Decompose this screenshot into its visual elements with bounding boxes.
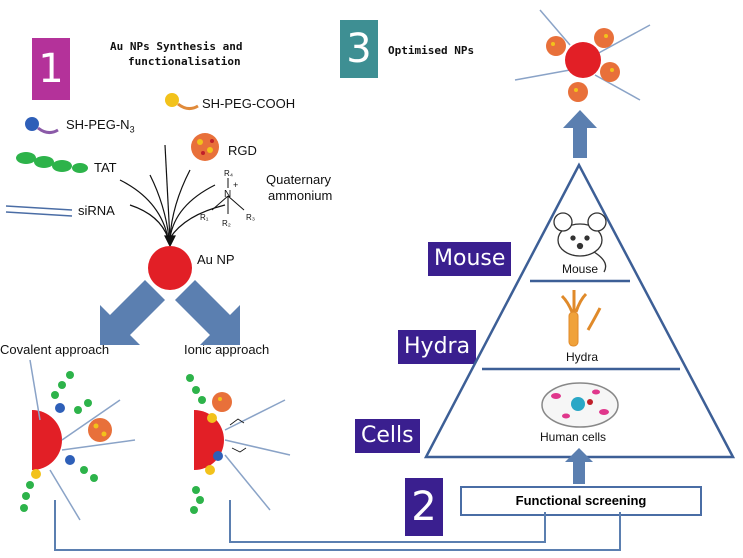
- arrow-to-covalent: [100, 280, 165, 345]
- up-arrow-top: [563, 110, 597, 158]
- optimised-np: [514, 9, 651, 102]
- quat-label-line1: Quaternary: [266, 172, 332, 187]
- au-np-sphere: [148, 246, 192, 290]
- mouse-illustration: [553, 212, 607, 273]
- svg-text:N: N: [224, 189, 231, 200]
- svg-text:R₁: R₁: [200, 213, 209, 222]
- rgd-icon: [191, 133, 219, 161]
- svg-text:R₃: R₃: [246, 213, 255, 222]
- arrow-to-ionic: [175, 280, 240, 345]
- cells-caption: Human cells: [540, 430, 607, 444]
- step1-number: 1: [38, 46, 64, 92]
- peg-n3-label: SH-PEG-N3: [66, 117, 135, 135]
- human-cell-illustration: [541, 382, 619, 428]
- step1-badge: 1: [32, 38, 70, 100]
- hydra-level-label: Hydra: [398, 330, 477, 364]
- tat-label: TAT: [94, 160, 117, 175]
- svg-text:R₄: R₄: [224, 169, 233, 178]
- au-np-label: Au NP: [197, 252, 235, 267]
- functional-screening-box: Functional screening: [460, 486, 702, 516]
- sirna-label: siRNA: [78, 203, 115, 218]
- peg-cooh-label: SH-PEG-COOH: [202, 96, 296, 111]
- synthesis-lines: [119, 144, 226, 248]
- peg-cooh-icon: [165, 93, 199, 111]
- covalent-approach-label: Covalent approach: [0, 342, 110, 357]
- covalent-np: [20, 359, 136, 521]
- hydra-caption: Hydra: [566, 350, 599, 364]
- step3-number: 3: [346, 26, 372, 72]
- mouse-level-label: Mouse: [428, 242, 512, 276]
- step2-number: 2: [411, 484, 437, 530]
- peg-n3-subscript: 3: [129, 124, 135, 135]
- hydra-illustration: [560, 290, 602, 347]
- svg-text:R₂: R₂: [222, 219, 231, 228]
- rgd-label: RGD: [228, 143, 257, 158]
- mouse-caption: Mouse: [562, 262, 599, 276]
- tat-icon: [16, 152, 88, 173]
- svg-text:+: +: [233, 180, 238, 190]
- quaternary-ammonium-icon: N + R₄ R₁ R₂ R₃: [200, 169, 255, 228]
- step1-title-line2: functionalisation: [128, 55, 241, 68]
- peg-n3-text: SH-PEG-N: [66, 117, 130, 132]
- cells-level-label: Cells: [355, 419, 420, 453]
- up-arrow-bottom: [565, 448, 593, 484]
- quat-label-line2: ammonium: [268, 188, 333, 203]
- ionic-np: [186, 374, 291, 514]
- step1-title-line1: Au NPs Synthesis and: [110, 40, 243, 53]
- step3-badge: 3: [340, 20, 378, 78]
- ionic-approach-label: Ionic approach: [184, 342, 270, 357]
- step3-title: Optimised NPs: [388, 44, 475, 57]
- peg-n3-icon: [25, 117, 59, 135]
- functional-screening-label: Functional screening: [515, 493, 647, 508]
- step2-badge: 2: [405, 478, 443, 536]
- sirna-icon: [5, 205, 73, 217]
- screening-connectors: [54, 500, 621, 551]
